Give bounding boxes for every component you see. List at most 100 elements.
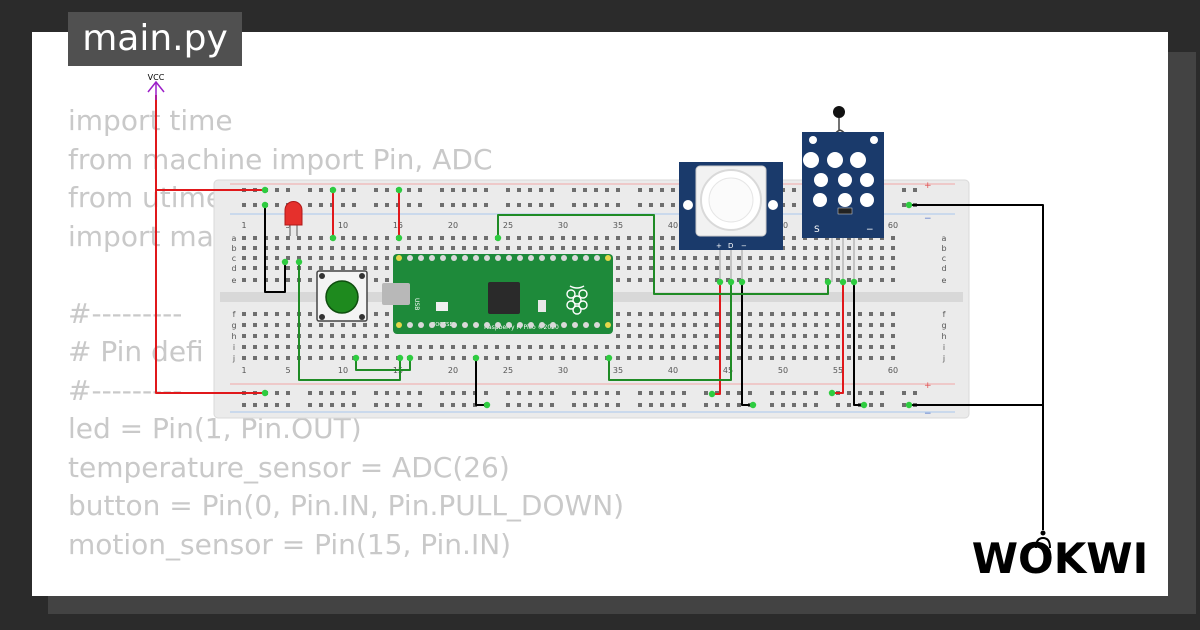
breadboard-hole (891, 266, 895, 270)
breadboard-hole (627, 236, 631, 240)
breadboard-hole (704, 334, 708, 338)
breadboard-hole (253, 312, 257, 316)
raspberry-pi-pico[interactable]: USB BOOTSEL Raspberry Pi Pico ©2020 (382, 254, 613, 334)
breadboard-hole (616, 236, 620, 240)
breadboard-hole (627, 256, 631, 260)
breadboard-hole (869, 323, 873, 327)
breadboard-hole (550, 356, 554, 360)
breadboard-hole (253, 356, 257, 360)
temp-signal-wire (497, 214, 829, 295)
breadboard-hole (660, 323, 664, 327)
breadboard-hole (737, 256, 741, 260)
breadboard-hole (781, 256, 785, 260)
breadboard-hole (319, 403, 323, 407)
breadboard-hole (363, 345, 367, 349)
breadboard-hole (803, 391, 807, 395)
breadboard-hole (792, 391, 796, 395)
breadboard-hole (880, 403, 884, 407)
breadboard-hole (605, 345, 609, 349)
led-ground-wire (264, 205, 286, 293)
breadboard-hole (253, 246, 257, 250)
breadboard-hole (715, 356, 719, 360)
file-title: main.py (68, 12, 242, 66)
breadboard-hole (748, 266, 752, 270)
temp-pin-s: S (814, 225, 820, 235)
pico-pin (572, 322, 578, 328)
breadboard-hole (814, 246, 818, 250)
temperature-sensor-module[interactable]: S − (802, 106, 884, 282)
breadboard-hole (484, 391, 488, 395)
breadboard-hole (264, 334, 268, 338)
breadboard-hole (814, 256, 818, 260)
row-letter: f (233, 310, 236, 319)
breadboard-hole (737, 266, 741, 270)
breadboard-hole (616, 356, 620, 360)
pushbutton[interactable] (316, 270, 368, 322)
wokwi-logo[interactable]: WOKWI (972, 530, 1149, 584)
breadboard-hole (770, 266, 774, 270)
button-power-wire (355, 358, 411, 371)
column-number: 60 (888, 221, 898, 230)
breadboard-hole (880, 246, 884, 250)
breadboard-hole (407, 345, 411, 349)
breadboard-hole (528, 403, 532, 407)
breadboard-hole (825, 323, 829, 327)
breadboard-hole (660, 391, 664, 395)
breadboard-hole (308, 188, 312, 192)
thermistor-icon (833, 106, 845, 118)
breadboard-hole (803, 278, 807, 282)
bootsel-button[interactable] (436, 302, 448, 311)
breadboard-hole (869, 334, 873, 338)
pico-pin (550, 255, 556, 261)
breadboard-hole (385, 312, 389, 316)
breadboard-hole (418, 246, 422, 250)
breadboard-hole (572, 356, 576, 360)
breadboard-hole (451, 246, 455, 250)
breadboard-hole (704, 391, 708, 395)
breadboard-hole (341, 188, 345, 192)
breadboard-hole (869, 246, 873, 250)
breadboard-hole (605, 236, 609, 240)
rail-minus-sign-top: − (924, 214, 932, 224)
code-line: motion_sensor = Pin(15, Pin.IN) (68, 527, 512, 561)
breadboard-hole (352, 236, 356, 240)
breadboard-hole (605, 203, 609, 207)
code-line: from machine import Pin, ADC (68, 142, 493, 176)
rp2040-chip (488, 282, 520, 314)
breadboard-hole (781, 356, 785, 360)
breadboard-hole (264, 323, 268, 327)
breadboard-hole (550, 203, 554, 207)
breadboard-hole (583, 345, 587, 349)
breadboard-hole (770, 391, 774, 395)
breadboard-hole (319, 188, 323, 192)
breadboard-hole (374, 188, 378, 192)
breadboard-hole (836, 334, 840, 338)
breadboard-hole (539, 203, 543, 207)
breadboard-hole (792, 266, 796, 270)
code-line: #--------- (68, 296, 183, 330)
breadboard-hole (616, 345, 620, 349)
breadboard-hole (506, 236, 510, 240)
breadboard-hole (627, 312, 631, 316)
breadboard-hole (649, 188, 653, 192)
breadboard-hole (737, 323, 741, 327)
breadboard-hole (638, 278, 642, 282)
breadboard-hole (671, 312, 675, 316)
pico-pin (396, 255, 402, 261)
breadboard-hole (363, 323, 367, 327)
breadboard-hole (275, 188, 279, 192)
pico-pin (396, 322, 402, 328)
usb-connector (382, 283, 410, 305)
pir-motion-sensor[interactable]: + D − (679, 162, 783, 282)
breadboard-hole (286, 236, 290, 240)
breadboard-hole (803, 312, 807, 316)
column-number: 55 (833, 366, 843, 375)
breadboard-hole (660, 403, 664, 407)
pico-pin (605, 255, 611, 261)
breadboard-hole (748, 256, 752, 260)
pico-pin (462, 322, 468, 328)
red-led[interactable] (284, 201, 303, 237)
breadboard-hole (484, 246, 488, 250)
breadboard-hole (517, 391, 521, 395)
pico-pin (506, 322, 512, 328)
